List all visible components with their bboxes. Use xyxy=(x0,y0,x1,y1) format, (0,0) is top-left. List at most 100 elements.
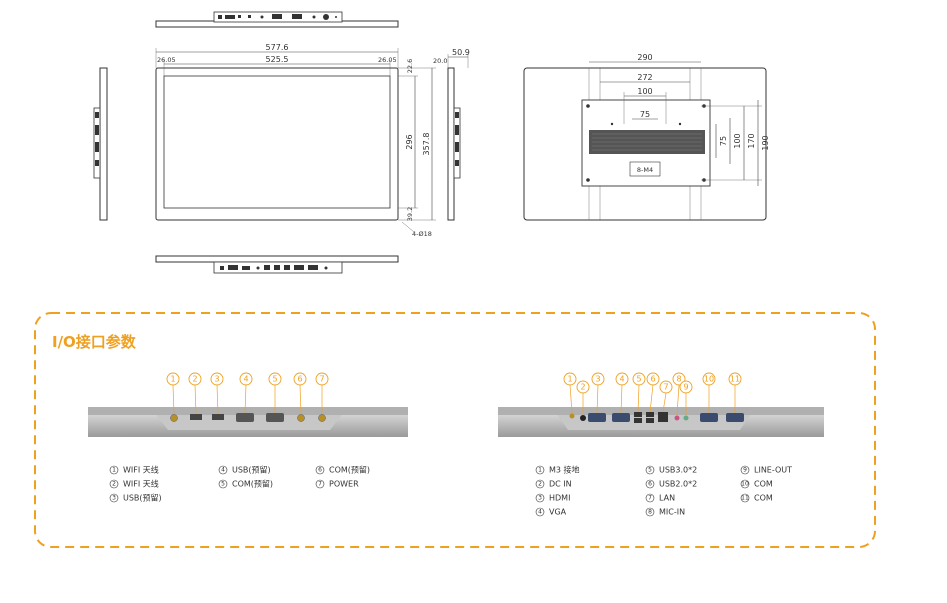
legend-item: 7 LAN xyxy=(645,494,675,503)
legend-number: 7 xyxy=(648,495,652,502)
legend-label: COM(预留) xyxy=(232,479,273,489)
callout-5: 5 xyxy=(632,372,646,413)
callout-number: 8 xyxy=(676,375,681,384)
legend-item: 4 USB(预留) xyxy=(218,465,271,475)
dim-margin-left: 26.05 xyxy=(157,56,176,64)
legend-item: 6 USB2.0*2 xyxy=(645,480,697,489)
callout-6: 6 xyxy=(293,372,307,415)
dim-depth: 50.9 xyxy=(452,48,470,57)
legend-item: 7 POWER xyxy=(315,480,359,489)
legend-label: WIFI 天线 xyxy=(123,479,159,489)
legend-label: USB(预留) xyxy=(232,465,271,475)
callout-7: 7 xyxy=(659,380,673,413)
legend-label: M3 接地 xyxy=(549,465,580,475)
legend-number: 1 xyxy=(538,467,542,474)
dim-bottom-margin: 39.2 xyxy=(406,207,414,221)
callout-number: 6 xyxy=(297,375,302,384)
legend-number: 6 xyxy=(318,467,322,474)
io-section-border xyxy=(34,312,876,548)
callout-2: 2 xyxy=(188,372,202,415)
legend-number: 8 xyxy=(648,509,652,516)
callout-3: 3 xyxy=(210,372,224,415)
legend-label: POWER xyxy=(329,480,359,489)
legend-item: 2 WIFI 天线 xyxy=(109,479,159,489)
legend-item: 9 LINE-OUT xyxy=(740,466,792,475)
callout-number: 5 xyxy=(272,375,277,384)
legend-number: 5 xyxy=(648,467,652,474)
dim-depth-front: 20.0 xyxy=(433,57,447,65)
right-side-view: 50.9 20.0 xyxy=(433,48,470,221)
legend-label: MIC-IN xyxy=(659,508,685,517)
legend-label: USB3.0*2 xyxy=(659,466,697,475)
callout-10: 10 xyxy=(702,372,716,413)
bottom-view xyxy=(155,255,399,274)
legend-number: 3 xyxy=(538,495,542,502)
callout-number: 10 xyxy=(704,375,714,384)
dim-hole-note: 4-Ø18 xyxy=(412,230,432,238)
callout-4: 4 xyxy=(239,372,253,414)
callout-1: 1 xyxy=(166,372,180,415)
dim-screen-width: 525.5 xyxy=(266,55,289,64)
legend-number: 7 xyxy=(318,481,322,488)
left-side-view xyxy=(93,67,108,221)
legend-label: LAN xyxy=(659,494,675,503)
dim-mount-272: 272 xyxy=(637,73,652,82)
dim-top-margin: 22.6 xyxy=(406,59,414,73)
legend-label: VGA xyxy=(549,508,567,517)
dim-mount-v100: 100 xyxy=(733,133,742,148)
dim-mount-v75: 75 xyxy=(719,136,728,146)
legend-number: 6 xyxy=(648,481,652,488)
legend-item: 3 USB(预留) xyxy=(109,493,162,503)
callout-6: 6 xyxy=(646,372,660,413)
callout-9: 9 xyxy=(679,380,693,415)
callout-number: 11 xyxy=(730,375,740,384)
callout-number: 1 xyxy=(170,375,175,384)
legend-label: WIFI 天线 xyxy=(123,465,159,475)
callout-number: 5 xyxy=(636,375,641,384)
callout-number: 2 xyxy=(580,383,585,392)
dim-mount-v170: 170 xyxy=(747,133,756,148)
legend-number: 3 xyxy=(112,495,116,502)
legend-number: 2 xyxy=(112,481,116,488)
dim-mount-290: 290 xyxy=(637,53,652,62)
callout-7: 7 xyxy=(315,372,329,414)
callout-number: 6 xyxy=(650,375,655,384)
legend-label: USB2.0*2 xyxy=(659,480,697,489)
legend-number: 2 xyxy=(538,481,542,488)
legend-item: 6 COM(预留) xyxy=(315,465,370,475)
legend-label: COM xyxy=(754,494,773,503)
callout-number: 1 xyxy=(567,375,572,384)
callout-11: 11 xyxy=(728,372,742,413)
legend-label: HDMI xyxy=(549,494,570,503)
callout-3: 3 xyxy=(591,372,605,414)
dim-screw-note: 8-M4 xyxy=(637,166,653,174)
rear-view: 8-M4 290 272 100 75 75 100 170 190 xyxy=(523,53,770,221)
legend-label: LINE-OUT xyxy=(754,466,792,475)
callout-number: 3 xyxy=(595,375,600,384)
legend-label: COM(预留) xyxy=(329,465,370,475)
dim-mount-v190: 190 xyxy=(761,135,770,150)
callout-1: 1 xyxy=(563,372,577,414)
dim-mount-75: 75 xyxy=(640,110,650,119)
dim-overall-height: 357.8 xyxy=(422,133,431,156)
legend-number: 4 xyxy=(221,467,225,474)
callout-number: 7 xyxy=(663,383,668,392)
legend-label: COM xyxy=(754,480,773,489)
callout-number: 7 xyxy=(319,375,324,384)
legend-item: 4 VGA xyxy=(535,508,567,517)
legend-number: 4 xyxy=(538,509,542,516)
right-io-panel xyxy=(498,407,824,437)
legend-number: 9 xyxy=(743,467,747,474)
top-view xyxy=(155,11,399,28)
legend-label: USB(预留) xyxy=(123,493,162,503)
dim-margin-right: 26.05 xyxy=(378,56,397,64)
callout-4: 4 xyxy=(615,372,629,414)
